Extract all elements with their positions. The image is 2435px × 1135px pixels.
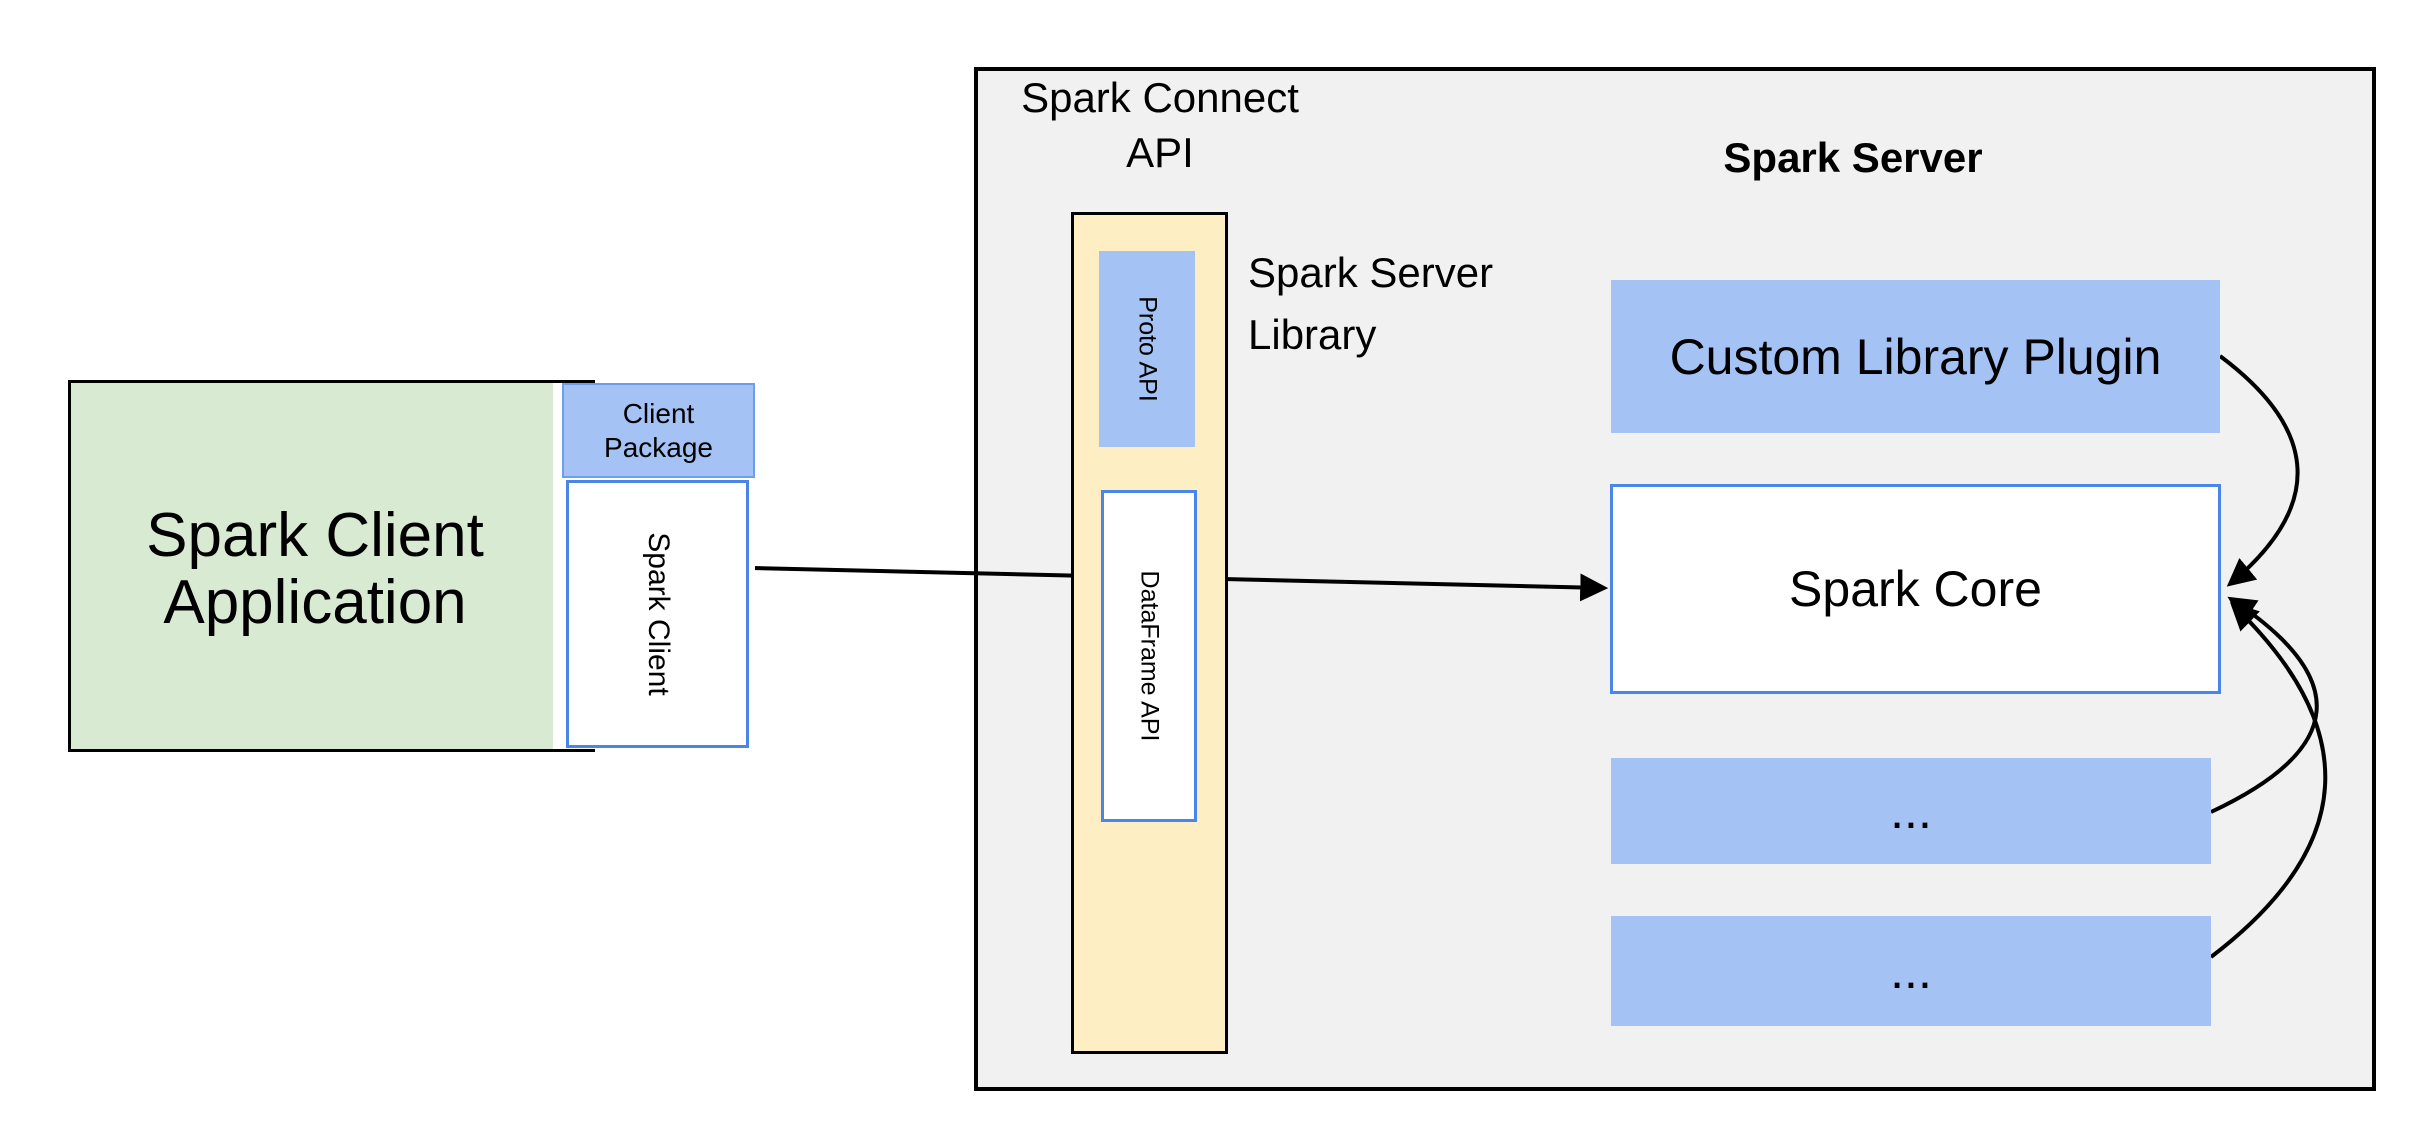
spark-client-application-line2: Application <box>163 568 467 637</box>
spark-connect-api-line1: Spark Connect <box>1021 74 1299 121</box>
proto-api-box: Proto API <box>1099 251 1195 447</box>
ellipsis-label-1: ... <box>1890 783 1932 839</box>
proto-api-label: Proto API <box>1133 296 1162 402</box>
spark-client-application-line1: Spark Client <box>146 501 484 570</box>
spark-connect-api-label: Spark Connect API <box>990 70 1330 180</box>
spark-server-library-label: Spark Server Library <box>1248 242 1668 366</box>
spark-client-application-label: Spark Client Application <box>68 502 562 636</box>
ellipsis-box-1: ... <box>1611 758 2211 864</box>
spark-client-box: Spark Client <box>566 480 749 748</box>
client-package-line1: Client <box>622 397 695 429</box>
dataframe-api-label: DataFrame API <box>1135 570 1164 742</box>
spark-core-box: Spark Core <box>1610 484 2221 694</box>
spark-client-application-box <box>68 380 595 752</box>
spark-connect-api-line2: API <box>1126 129 1194 176</box>
spark-server-library-line2: Library <box>1248 311 1377 358</box>
dataframe-api-box: DataFrame API <box>1101 490 1197 822</box>
spark-core-label: Spark Core <box>1789 561 2042 617</box>
ellipsis-box-2: ... <box>1611 916 2211 1026</box>
spark-client-label: Spark Client <box>641 532 675 696</box>
custom-library-plugin-label: Custom Library Plugin <box>1669 328 2162 385</box>
ellipsis-label-2: ... <box>1890 943 1932 999</box>
custom-library-plugin-box: Custom Library Plugin <box>1611 280 2220 433</box>
spark-server-title: Spark Server <box>1723 134 1983 181</box>
client-package-line2: Package <box>604 431 713 463</box>
client-package-box: Client Package <box>562 383 755 478</box>
spark-server-library-line1: Spark Server <box>1248 249 1494 296</box>
